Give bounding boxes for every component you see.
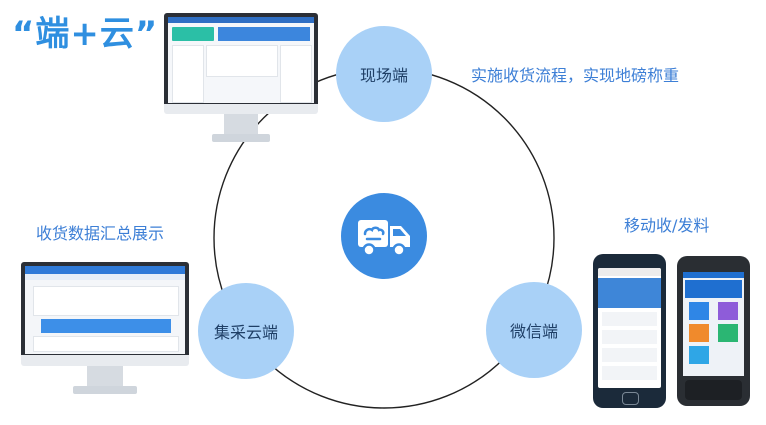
mobile-caption: 移动收/发料 (624, 216, 710, 235)
summary-monitor-image (21, 262, 189, 397)
summary-caption: 收货数据汇总展示 (36, 224, 165, 243)
phone-app-image (677, 256, 750, 406)
center-circle (341, 193, 427, 279)
site-node-label: 现场端 (359, 66, 408, 85)
site-caption: 实施收货流程，实现地磅称重 (471, 66, 680, 85)
monitor-screen (168, 17, 314, 103)
phone-wechat-image (593, 254, 666, 408)
site-monitor-image (164, 13, 318, 146)
cloud-node: 集采云端 (198, 283, 294, 379)
truck-cloud-icon (358, 220, 410, 257)
wechat-node: 微信端 (486, 282, 582, 378)
page-title: “端+云” (12, 14, 159, 54)
wechat-node-label: 微信端 (509, 322, 558, 341)
site-node: 现场端 (336, 26, 432, 122)
cloud-node-label: 集采云端 (213, 323, 278, 342)
